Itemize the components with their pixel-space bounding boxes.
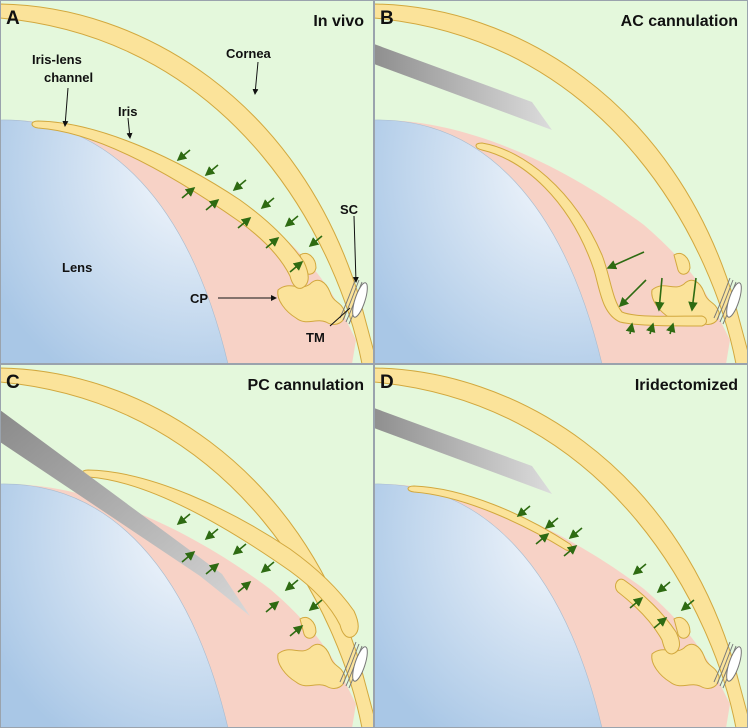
panel-title-d: Iridectomized bbox=[635, 377, 738, 394]
panel-title-c: PC cannulation bbox=[248, 377, 364, 394]
panel-d: D Iridectomized bbox=[374, 364, 748, 728]
panel-a: A In vivo Iris-lens channel Iris Cornea … bbox=[0, 0, 374, 364]
label-sc: SC bbox=[340, 202, 359, 217]
panel-b: B AC cannulation bbox=[374, 0, 748, 364]
panel-letter-a: A bbox=[6, 8, 20, 29]
panel-letter-b: B bbox=[380, 8, 394, 29]
label-iris: Iris bbox=[118, 104, 138, 119]
label-tm: TM bbox=[306, 330, 325, 345]
label-iris-lens: Iris-lens bbox=[32, 52, 82, 67]
panel-letter-c: C bbox=[6, 372, 20, 393]
panel-letter-d: D bbox=[380, 372, 394, 393]
label-cornea: Cornea bbox=[226, 46, 272, 61]
panel-title-a: In vivo bbox=[313, 13, 364, 30]
cannula-d bbox=[374, 408, 552, 494]
cannula-c bbox=[0, 410, 250, 616]
label-lens: Lens bbox=[62, 260, 92, 275]
label-channel: channel bbox=[44, 70, 93, 85]
panel-title-b: AC cannulation bbox=[621, 13, 738, 30]
panel-c: C PC cannulation bbox=[0, 364, 374, 728]
cannula-b bbox=[374, 44, 552, 130]
label-cp: CP bbox=[190, 291, 208, 306]
